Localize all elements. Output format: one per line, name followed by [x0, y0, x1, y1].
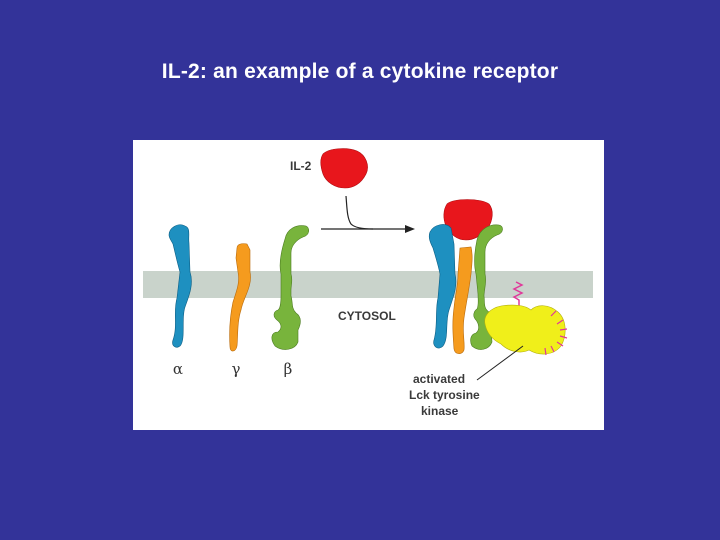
beta-label: β [284, 360, 293, 378]
alpha-subunit-bound [428, 224, 457, 349]
gamma-label: γ [232, 360, 241, 378]
cell-membrane [143, 271, 593, 298]
lck-kinase [484, 304, 566, 355]
binding-arrow-curve [345, 195, 374, 230]
kinase-label-line2: Lck tyrosine [409, 388, 480, 402]
arrowhead-icon [405, 225, 415, 233]
il2-ligand-bound [443, 199, 493, 241]
cytosol-label: CYTOSOL [338, 309, 396, 323]
gamma-subunit-bound [452, 246, 473, 354]
beta-subunit-unbound [271, 225, 309, 350]
receptor-diagram-panel: α γ β IL-2 CYTOSOL [133, 140, 604, 430]
il2-ligand-free [320, 148, 368, 189]
slide-title: IL-2: an example of a cytokine receptor [161, 60, 559, 83]
il2-label: IL-2 [290, 159, 312, 173]
phosphate-squiggle-icon [512, 281, 524, 306]
alpha-subunit-unbound [168, 224, 192, 348]
kinase-label-line1: activated [413, 372, 465, 386]
kinase-label-line3: kinase [421, 404, 459, 418]
alpha-label: α [173, 360, 183, 378]
kinase-callout-line [476, 345, 524, 381]
activation-rays-icon [544, 310, 568, 356]
gamma-subunit-unbound [229, 243, 251, 352]
receptor-diagram: α γ β IL-2 CYTOSOL [143, 148, 593, 418]
